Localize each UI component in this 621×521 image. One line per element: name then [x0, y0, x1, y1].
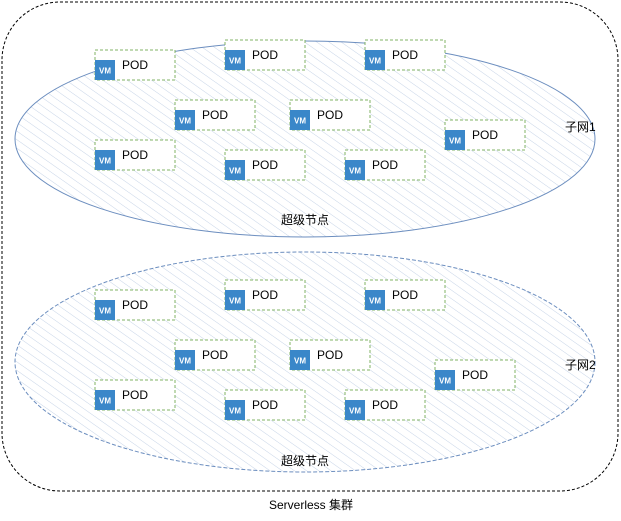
pod-label: POD — [122, 58, 148, 72]
vm-label: VM — [369, 297, 381, 306]
pod-box: VM POD — [224, 149, 306, 181]
vm-icon — [225, 400, 245, 420]
vm-icon — [225, 160, 245, 180]
vm-label: VM — [179, 357, 191, 366]
pod-label: POD — [372, 158, 398, 172]
vm-icon — [435, 370, 455, 390]
vm-label: VM — [349, 167, 361, 176]
pod-label: POD — [202, 108, 228, 122]
pod-label: POD — [252, 48, 278, 62]
vm-icon — [290, 110, 310, 130]
vm-icon — [95, 390, 115, 410]
pod-label: POD — [122, 388, 148, 402]
pod-label: POD — [392, 48, 418, 62]
pod-box: VM POD — [224, 389, 306, 421]
vm-label: VM — [349, 407, 361, 416]
pod-box: VM POD — [224, 279, 306, 311]
vm-icon — [365, 50, 385, 70]
vm-label: VM — [99, 157, 111, 166]
vm-icon — [95, 150, 115, 170]
vm-label: VM — [229, 407, 241, 416]
pod-label: POD — [252, 398, 278, 412]
pod-box: VM POD — [289, 339, 371, 371]
vm-label: VM — [369, 57, 381, 66]
vm-icon — [290, 350, 310, 370]
cluster-border — [1, 1, 619, 492]
pod-label: POD — [252, 288, 278, 302]
vm-label: VM — [229, 167, 241, 176]
pod-label: POD — [372, 398, 398, 412]
vm-label: VM — [99, 307, 111, 316]
pod-box: VM POD — [434, 359, 516, 391]
vm-label: VM — [294, 117, 306, 126]
pod-label: POD — [317, 348, 343, 362]
vm-label: VM — [179, 117, 191, 126]
vm-icon — [445, 130, 465, 150]
pod-box: VM POD — [364, 279, 446, 311]
vm-icon — [345, 160, 365, 180]
pod-box: VM POD — [444, 119, 526, 151]
vm-icon — [225, 50, 245, 70]
vm-label: VM — [229, 57, 241, 66]
pod-box: VM POD — [174, 99, 256, 131]
vm-icon — [95, 300, 115, 320]
vm-icon — [95, 60, 115, 80]
vm-label: VM — [99, 67, 111, 76]
vm-label: VM — [229, 297, 241, 306]
pod-box: VM POD — [224, 39, 306, 71]
vm-label: VM — [449, 137, 461, 146]
vm-icon — [175, 350, 195, 370]
pod-box: VM POD — [289, 99, 371, 131]
cluster-label: Serverless 集群 — [269, 497, 353, 512]
pod-label: POD — [252, 158, 278, 172]
pod-box: VM POD — [94, 139, 176, 171]
pod-box: VM POD — [174, 339, 256, 371]
pod-box: VM POD — [94, 289, 176, 321]
vm-icon — [365, 290, 385, 310]
vm-label: VM — [99, 397, 111, 406]
pod-label: POD — [462, 368, 488, 382]
vm-label: VM — [439, 377, 451, 386]
pods-layer: VM POD VM POD VM POD VM POD VM POD VM POD VM POD VM POD… — [94, 39, 526, 421]
vm-icon — [175, 110, 195, 130]
supernode-label-2: 超级节点 — [281, 453, 329, 468]
pod-label: POD — [122, 298, 148, 312]
pod-box: VM POD — [94, 379, 176, 411]
pod-box: VM POD — [344, 149, 426, 181]
pod-box: VM POD — [364, 39, 446, 71]
pod-label: POD — [472, 128, 498, 142]
pod-box: VM POD — [344, 389, 426, 421]
vm-icon — [225, 290, 245, 310]
pod-label: POD — [317, 108, 343, 122]
vm-icon — [345, 400, 365, 420]
subnet-label-2: 子网2 — [565, 358, 596, 372]
subnet-label-1: 子网1 — [565, 120, 596, 134]
pod-box: VM POD — [94, 49, 176, 81]
supernode-label-1: 超级节点 — [281, 212, 329, 227]
pod-label: POD — [122, 148, 148, 162]
vm-label: VM — [294, 357, 306, 366]
pod-label: POD — [202, 348, 228, 362]
pod-label: POD — [392, 288, 418, 302]
